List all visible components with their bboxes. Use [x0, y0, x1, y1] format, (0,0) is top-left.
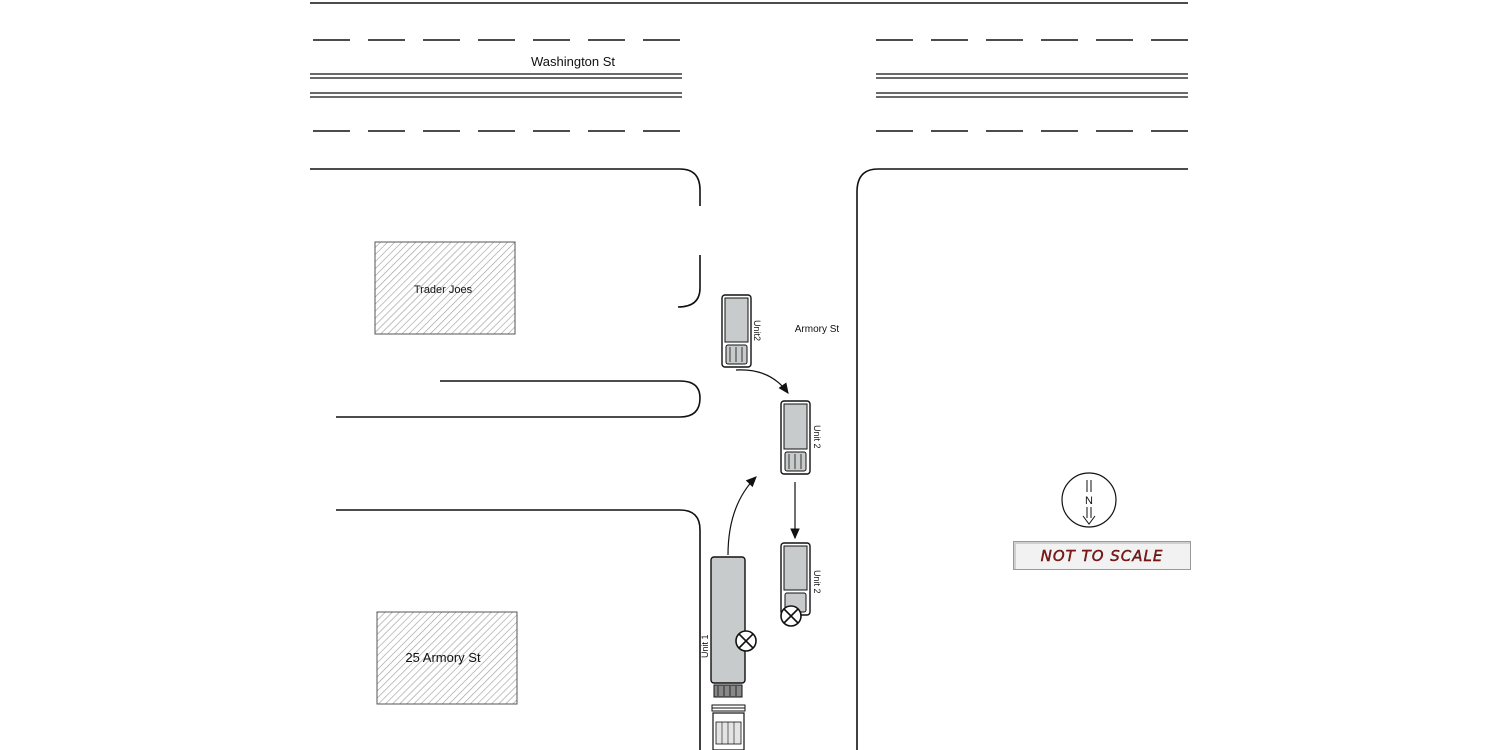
north-arrow-icon: [1061, 472, 1117, 528]
vehicle-unit2-position-a: [721, 294, 752, 368]
curb-lines: [310, 168, 1188, 750]
building-label-trader-joes: Trader Joes: [414, 284, 473, 296]
building-label-25-armory: 25 Armory St: [405, 650, 481, 665]
street-label-armory: Armory St: [795, 324, 840, 335]
vehicle-unit2-position-c: [780, 542, 811, 616]
vehicle-unit1-truck: [710, 556, 746, 750]
vehicle-label-unit2-a: Unit2: [752, 320, 762, 341]
vehicle-label-unit2-c: Unit 2: [812, 570, 822, 594]
path-arrow-unit2-turn: [735, 369, 789, 394]
building-trader-joes: Trader Joes: [374, 241, 516, 335]
not-to-scale-badge: NOT TO SCALE: [1013, 541, 1191, 570]
impact-point-unit1-icon: [735, 630, 757, 652]
north-arrow-letter: N: [1085, 495, 1093, 507]
washington-st-roadway: [310, 2, 1188, 132]
street-label-washington: Washington St: [531, 54, 615, 69]
path-arrow-unit1-turn: [727, 476, 757, 556]
vehicle-unit2-position-b: [780, 400, 811, 475]
vehicle-label-unit1: Unit 1: [700, 634, 710, 658]
impact-point-unit2-icon: [780, 605, 802, 627]
not-to-scale-text: NOT TO SCALE: [1040, 546, 1164, 565]
building-25-armory-st: 25 Armory St: [376, 611, 518, 705]
vehicle-label-unit2-b: Unit 2: [812, 425, 822, 449]
